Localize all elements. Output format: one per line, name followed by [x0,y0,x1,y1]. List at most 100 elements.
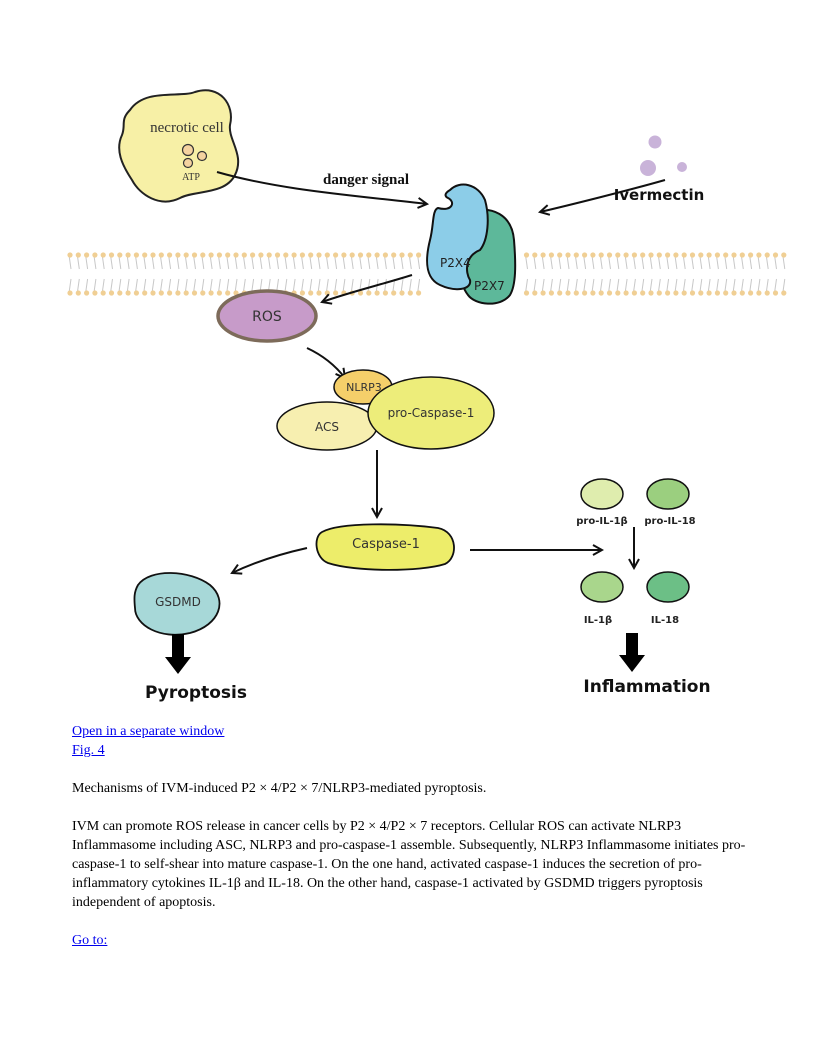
lipid-head [308,290,314,296]
lipid-head [723,252,729,258]
lipid-head [557,290,563,296]
nlrp3-label: NLRP3 [346,381,382,394]
lipid-head [689,252,696,258]
lipid-head [133,290,139,296]
lipid-head [640,290,646,296]
lipid-head [540,252,546,258]
atp-label: ATP [182,172,200,183]
lipid-head [167,290,173,296]
lipid-head [250,252,256,258]
lipid-head [532,252,538,258]
lipid-head [67,252,73,258]
atp-granule [182,157,194,169]
lipid-head [316,290,322,296]
lipid-head [150,252,156,258]
gsdmd-label: GSDMD [155,595,201,609]
lipid-head [183,252,189,258]
ros-to-inflammasome-arrow [306,347,345,378]
lipid-head [548,252,554,258]
lipid-head [781,252,787,258]
lipid-head [142,290,148,296]
atp-granule [196,150,208,162]
lipid-head [606,290,613,296]
lipid-head [523,252,530,258]
pyroptosis-diagram: necrotic cell ATP danger signal Ivermect… [60,80,800,710]
lipid-head [665,290,671,296]
atp-granule [181,143,195,157]
lipid-head [764,252,770,258]
go-to-link[interactable]: Go to: [72,933,108,948]
lipid-head [399,290,405,296]
lipid-head [291,252,297,258]
pro-caspase-1-node [367,376,495,450]
lipid-head [681,290,687,296]
open-in-separate-window-link[interactable]: Open in a separate window [72,724,225,739]
lipid-head [523,290,530,296]
gsdmd-node [133,572,221,636]
p2x4-receptor [426,183,489,291]
lipid-head [698,252,704,258]
lipid-head [772,290,779,296]
fig-4-link[interactable]: Fig. 4 [72,743,105,758]
lipid-head [582,252,588,258]
lipid-head [673,252,679,258]
lipid-head [92,252,98,258]
lipid-head [324,252,330,258]
lipid-head [532,290,538,296]
lipid-head [92,290,98,296]
lipid-head [374,252,380,258]
lipid-head [274,252,281,258]
lipid-head [416,252,422,258]
lipid-head [615,252,621,258]
lipid-head [167,252,173,258]
lipid-head [225,252,231,258]
il-1b-label: IL-1β [584,615,612,626]
lipid-head [142,252,148,258]
il-18-node [646,571,690,603]
lipid-head [772,252,779,258]
lipid-head [731,252,737,258]
lipid-head [540,290,546,296]
p2x4-label: P2X4 [440,256,471,270]
il-18-label: IL-18 [651,615,679,626]
lipid-head [665,252,671,258]
lipid-head [158,290,164,296]
caspase-1-label: Caspase-1 [352,537,420,552]
lipid-head [84,252,90,258]
thick-arrow-down-icon [165,634,191,674]
lipid-head [191,252,198,258]
lipid-head [573,290,579,296]
lipid-head [648,252,654,258]
lipid-head [565,290,571,296]
lipid-head [739,290,745,296]
lipid-head [731,290,737,296]
lipid-head [606,252,613,258]
pro-il-1b-label: pro-IL-1β [576,516,627,527]
thick-arrow-down-icon [619,633,645,672]
lipid-head [175,290,181,296]
lipid-head [748,252,754,258]
caspase-to-gsdmd-arrow [232,547,308,573]
lipid-head [241,252,247,258]
lipid-head [407,252,413,258]
lipid-head [399,252,405,258]
lipid-head [781,290,787,296]
lipid-head [357,252,364,258]
lipid-head [764,290,770,296]
lipid-head [656,252,662,258]
lipid-head [175,252,181,258]
lipid-head [714,252,721,258]
lipid-head [100,290,106,296]
lipid-head [598,252,604,258]
lipid-head [623,252,629,258]
pyroptosis-label: Pyroptosis [145,683,247,703]
lipid-head [67,290,73,296]
lipid-head [216,252,222,258]
lipid-head [216,290,222,296]
lipid-head [590,252,596,258]
p2x7-label: P2X7 [474,279,505,293]
caspase-1-node [315,523,455,571]
pro-il-18-label: pro-IL-18 [644,516,695,527]
lipid-head [416,290,422,296]
lipid-head [117,252,123,258]
